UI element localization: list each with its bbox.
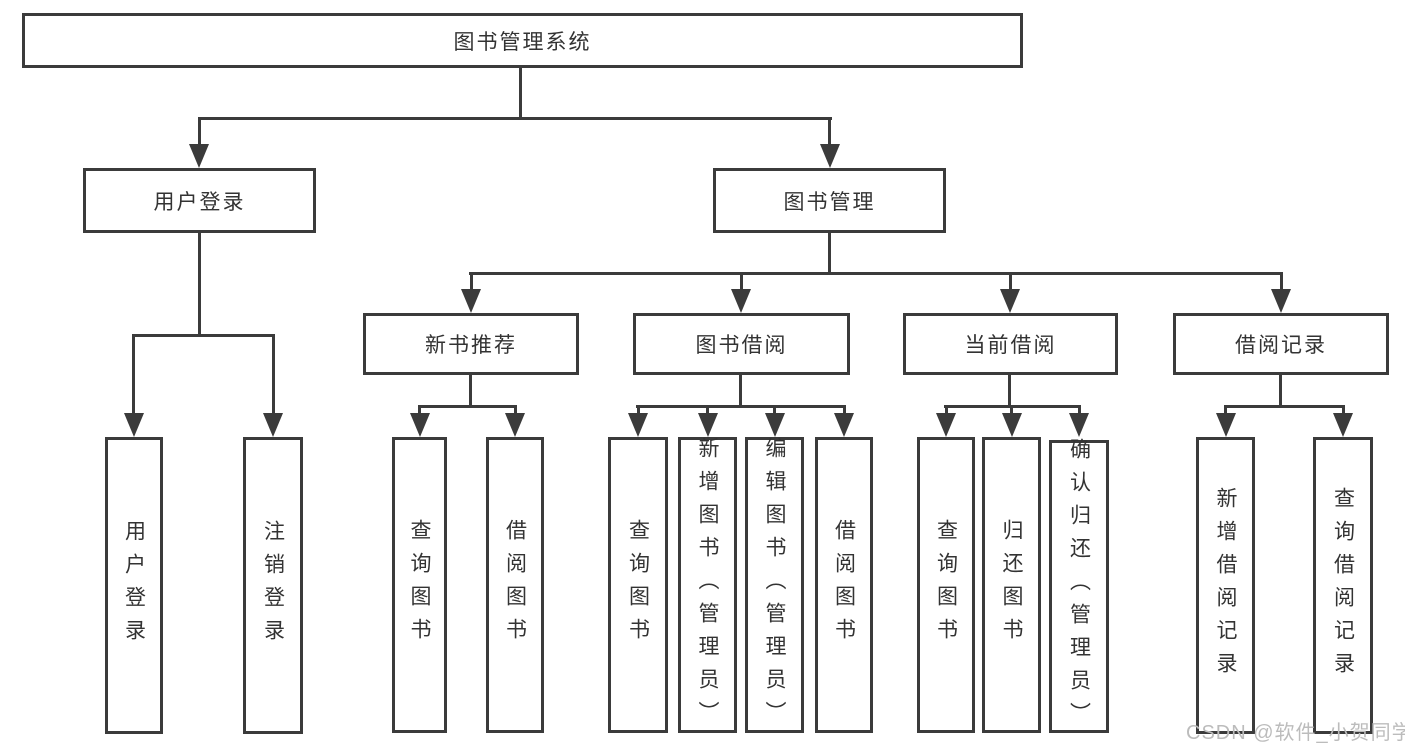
connector-vline [1279,375,1282,408]
node-label: 借阅图书 [503,519,527,651]
csdn-watermark: CSDN @软件_小贺同学 [1186,722,1405,744]
node-label: 借阅记录 [1235,334,1327,357]
node-label: 归还图书 [1000,519,1023,651]
node-label: 新增借阅记录 [1214,486,1237,685]
node-book-management: 图书管理 [713,168,946,233]
connector-vline [1342,405,1345,419]
node-leaf-add-books-admin: 新增图书（管理员） [678,436,737,734]
node-leaf-query-books-recommend: 查询图书 [392,437,447,733]
arrowhead-down-icon [698,413,718,437]
arrowhead-down-icon [731,289,751,313]
arrowhead-down-icon [263,413,283,437]
connector-hline [132,334,275,337]
arrowhead-down-icon [1333,413,1353,437]
node-leaf-borrow-books-recommend: 借阅图书 [486,437,544,733]
node-label: 查询借阅记录 [1331,486,1355,685]
connector-vline [519,68,522,118]
node-label: 用户登录 [122,519,146,652]
node-user-login: 用户登录 [83,168,316,233]
connector-vline [198,117,201,149]
connector-vline [828,117,831,149]
connector-vline [1078,405,1081,419]
connector-vline [945,405,948,419]
connector-vline [1008,375,1011,408]
connector-vline [514,405,517,419]
node-leaf-return-books: 归还图书 [982,437,1041,733]
node-label: 注销登录 [261,519,285,652]
connector-hline [1224,405,1345,408]
connector-hline [469,272,1283,275]
connector-vline [1280,272,1283,296]
node-leaf-query-books-borrowing: 查询图书 [608,437,668,733]
connector-vline [198,233,201,337]
arrowhead-down-icon [124,413,144,437]
arrowhead-down-icon [189,144,209,168]
arrowhead-down-icon [628,413,648,437]
connector-hline [636,405,846,408]
connector-vline [739,375,742,408]
node-leaf-confirm-return-admin: 确认归还（管理员） [1049,438,1109,735]
node-label: 新书推荐 [425,334,517,357]
node-book-borrowing: 图书借阅 [633,313,850,375]
node-label: 查询图书 [408,519,431,651]
arrowhead-down-icon [1271,289,1291,313]
connector-hline [198,117,832,120]
arrowhead-down-icon [765,413,785,437]
connector-vline [843,405,846,419]
arrowhead-down-icon [1000,289,1020,313]
node-label: 编辑图书（管理员） [763,436,786,734]
node-leaf-borrow-books: 借阅图书 [815,437,873,733]
arrowhead-down-icon [1069,413,1089,437]
node-label: 当前借阅 [964,334,1057,357]
node-leaf-add-borrow-record: 新增借阅记录 [1196,437,1255,734]
node-leaf-user-login: 用户登录 [105,437,163,734]
connector-vline [272,334,275,418]
connector-vline [1010,405,1013,419]
node-label: 确认归还（管理员） [1067,438,1091,735]
node-borrowing-records: 借阅记录 [1173,313,1389,375]
connector-vline [828,233,831,275]
connector-vline [740,272,743,296]
node-label: 查询图书 [626,519,650,651]
arrowhead-down-icon [505,413,525,437]
arrowhead-down-icon [410,413,430,437]
connector-vline [1224,405,1227,419]
arrowhead-down-icon [1216,413,1236,437]
arrowhead-down-icon [461,289,481,313]
node-label: 借阅图书 [832,519,856,651]
node-label: 新增图书（管理员） [696,436,719,734]
node-label: 图书借阅 [695,334,788,357]
connector-vline [1009,272,1012,296]
node-label: 用户登录 [153,190,246,214]
arrowhead-down-icon [936,413,956,437]
node-library-management-system: 图书管理系统 [22,13,1023,68]
arrowhead-down-icon [820,144,840,168]
node-leaf-query-borrow-record: 查询借阅记录 [1313,437,1373,734]
connector-vline [637,405,640,419]
connector-hline [418,405,517,408]
connector-vline [132,334,135,418]
connector-vline [418,405,421,419]
connector-vline [706,405,709,419]
connector-vline [470,272,473,296]
node-label: 查询图书 [934,519,958,651]
connector-vline [773,405,776,419]
node-current-borrowing: 当前借阅 [903,313,1118,375]
arrowhead-down-icon [834,413,854,437]
node-leaf-logout: 注销登录 [243,437,303,734]
node-label: 图书管理系统 [453,30,592,54]
node-new-book-recommendation: 新书推荐 [363,313,579,375]
connector-vline [469,375,472,408]
arrowhead-down-icon [1002,413,1022,437]
node-leaf-edit-books-admin: 编辑图书（管理员） [745,436,804,734]
node-label: 图书管理 [783,190,876,214]
node-leaf-query-books-current: 查询图书 [917,437,975,733]
